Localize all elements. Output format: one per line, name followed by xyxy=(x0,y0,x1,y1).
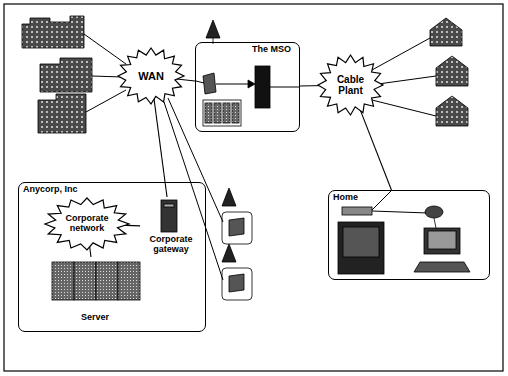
houses xyxy=(436,96,468,126)
node-label: Anycorp, Inc xyxy=(23,185,78,195)
mso-equipment xyxy=(205,103,212,123)
node-label: WAN xyxy=(138,70,164,82)
network-link xyxy=(360,108,392,190)
mso-equipment xyxy=(214,103,221,123)
mso-equipment xyxy=(196,20,299,126)
mso-equipment xyxy=(270,87,299,88)
home-equipment xyxy=(425,206,443,218)
mso-box: The MSO xyxy=(195,42,300,132)
house-links xyxy=(372,100,436,116)
company-box: Anycorp, IncCorporate networkCorporate g… xyxy=(18,182,206,332)
home-box: Home xyxy=(328,190,490,280)
houses xyxy=(436,56,468,86)
house-links xyxy=(372,38,436,116)
corporate-equipment xyxy=(164,204,174,207)
mso-equipment xyxy=(203,73,216,94)
node-label: Home xyxy=(333,193,358,203)
mso-equipment xyxy=(223,103,230,123)
corporate-equipment xyxy=(74,262,96,300)
mso-equipment xyxy=(248,80,255,88)
home-equipment xyxy=(414,262,470,272)
remote-sites xyxy=(229,218,244,236)
mso-equipment xyxy=(203,100,241,126)
home-equipment xyxy=(428,231,456,249)
remote-sites xyxy=(229,274,244,292)
remote-sites xyxy=(222,188,236,206)
starburst-outline xyxy=(45,198,129,250)
office-buildings xyxy=(22,16,92,133)
mso-equipment xyxy=(206,20,220,38)
corporate-equipment xyxy=(118,262,140,300)
mso-equipment xyxy=(232,103,239,123)
starburst-outline xyxy=(318,55,383,115)
mso-equipment xyxy=(216,83,250,84)
corporate-equipment xyxy=(161,200,177,232)
office-buildings xyxy=(38,94,86,133)
node-label: Server xyxy=(81,313,109,325)
corporate-network-cloud: Corporate network xyxy=(45,198,129,250)
home-equipment xyxy=(343,227,379,257)
mso-equipment xyxy=(196,81,204,83)
remote-sites xyxy=(164,98,252,300)
gateway-device: Corporate gateway xyxy=(140,197,202,257)
starburst-outline xyxy=(118,48,184,104)
node-label: Corporate network xyxy=(61,214,113,234)
frame xyxy=(4,4,503,371)
home-equipment xyxy=(372,191,391,210)
home-equipment xyxy=(372,211,428,213)
remote-sites xyxy=(222,212,252,244)
node-label: The MSO xyxy=(252,45,291,55)
mso-equipment xyxy=(255,66,270,108)
corporate-equipment xyxy=(52,262,74,300)
home-equipment xyxy=(434,218,436,228)
house-links xyxy=(378,76,436,84)
home-equipment xyxy=(338,222,384,274)
server-rack: Server xyxy=(45,257,145,325)
wan-cloud: WAN xyxy=(118,48,184,104)
corporate-equipment xyxy=(96,262,118,300)
remote-sites xyxy=(222,268,252,300)
cable-plant-cloud: Cable Plant xyxy=(318,55,383,115)
office-buildings xyxy=(40,58,92,92)
building-links xyxy=(84,34,126,112)
house-links xyxy=(372,38,430,70)
office-buildings xyxy=(22,16,84,48)
building-links xyxy=(84,34,126,64)
houses xyxy=(430,18,468,126)
network-link xyxy=(177,79,195,81)
home-equipment xyxy=(342,207,372,215)
node-label: Cable Plant xyxy=(331,74,371,96)
home-equipment xyxy=(424,228,460,254)
houses xyxy=(430,18,462,46)
building-links xyxy=(86,90,126,112)
mso-equipment xyxy=(213,38,214,44)
node-label: Corporate gateway xyxy=(145,235,197,257)
home-equipment xyxy=(338,191,470,274)
remote-sites xyxy=(222,244,236,262)
